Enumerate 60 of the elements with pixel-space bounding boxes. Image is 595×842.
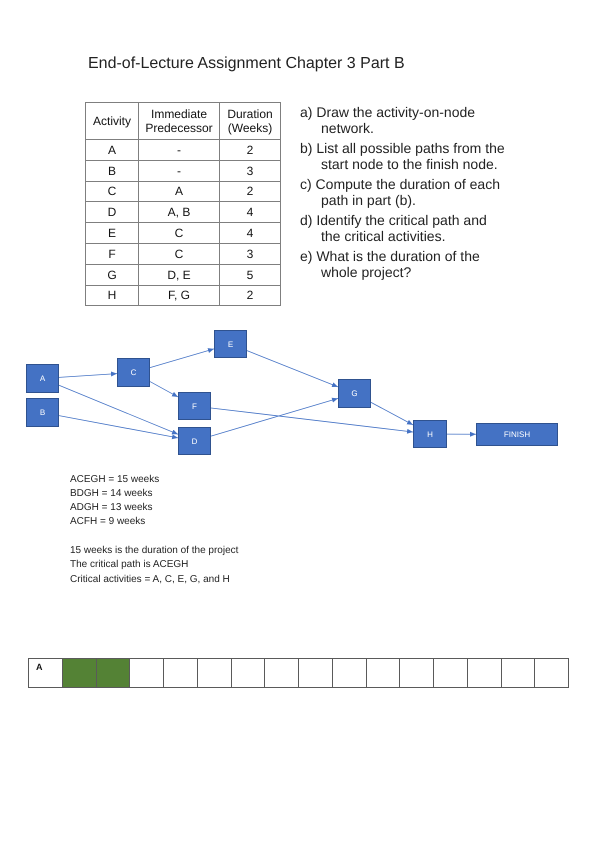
node-box: G [338, 379, 371, 408]
table-cell: A [138, 181, 220, 202]
table-cell: 3 [220, 160, 280, 182]
table-cell: - [138, 140, 220, 160]
table-cell: A, B [138, 202, 220, 223]
page-title: End-of-Lecture Assignment Chapter 3 Part B [88, 55, 405, 73]
question-text: d) Identify the critical path and the critical activities. [300, 212, 488, 244]
conclusion-text: Critical activities = A, C, E, G, and H [70, 573, 230, 586]
table-cell: E [86, 222, 138, 244]
table-cell: 5 [220, 264, 280, 286]
arrow [150, 348, 214, 368]
conclusion-text: 15 weeks is the duration of the project [70, 544, 238, 557]
arrow [150, 381, 178, 398]
table-cell: A [86, 140, 138, 160]
arrow [58, 384, 178, 435]
table-cell: 4 [220, 202, 280, 223]
arrow [210, 398, 338, 436]
table-cell: F, G [138, 285, 220, 306]
table-header-cell: Activity [86, 102, 138, 140]
node-box: D [178, 427, 211, 455]
table-cell: G [86, 264, 138, 286]
table-cell: F [86, 243, 138, 264]
table-header-cell: Duration (Weeks) [220, 102, 280, 140]
table-header-cell: Immediate Predecessor [138, 102, 220, 140]
path-duration-text: ACFH = 9 weeks [70, 515, 146, 528]
path-duration-text: BDGH = 14 weeks [70, 487, 153, 500]
node-box: F [178, 392, 211, 420]
arrow [370, 402, 414, 426]
table-cell: 4 [220, 222, 280, 244]
question-text: e) What is the duration of the whole project? [300, 248, 481, 280]
arrow [210, 408, 414, 434]
path-duration-text: ADGH = 13 weeks [70, 501, 153, 514]
table-cell: H [86, 285, 138, 306]
table-cell: 3 [220, 243, 280, 264]
gantt-label-cell: A [28, 658, 63, 688]
question-text: c) Compute the duration of each path in part (b). [300, 176, 502, 208]
node-box: B [26, 398, 59, 427]
node-box: H [413, 420, 447, 448]
arrow [446, 432, 476, 437]
table-cell: D [86, 202, 138, 223]
node-box: A [26, 364, 59, 393]
table-cell: B [86, 160, 138, 182]
node-box: C [117, 358, 150, 387]
conclusion-text: The critical path is ACEGH [70, 558, 188, 571]
table-cell: D, E [138, 264, 220, 286]
arrow [58, 372, 118, 378]
arrow [58, 415, 178, 440]
table-cell: 2 [220, 140, 280, 160]
table-cell: C [138, 222, 220, 244]
node-box: FINISH [476, 423, 558, 446]
node-box: E [214, 330, 247, 358]
table-cell: - [138, 160, 220, 182]
table-cell: C [138, 243, 220, 264]
table-cell: 2 [220, 181, 280, 202]
question-text: a) Draw the activity-on-node network. [300, 104, 476, 136]
table-cell: C [86, 181, 138, 202]
arrow [246, 350, 338, 388]
table-cell: 2 [220, 285, 280, 306]
path-duration-text: ACEGH = 15 weeks [70, 473, 160, 486]
question-text: b) List all possible paths from the start node to the finish node. [300, 140, 506, 172]
